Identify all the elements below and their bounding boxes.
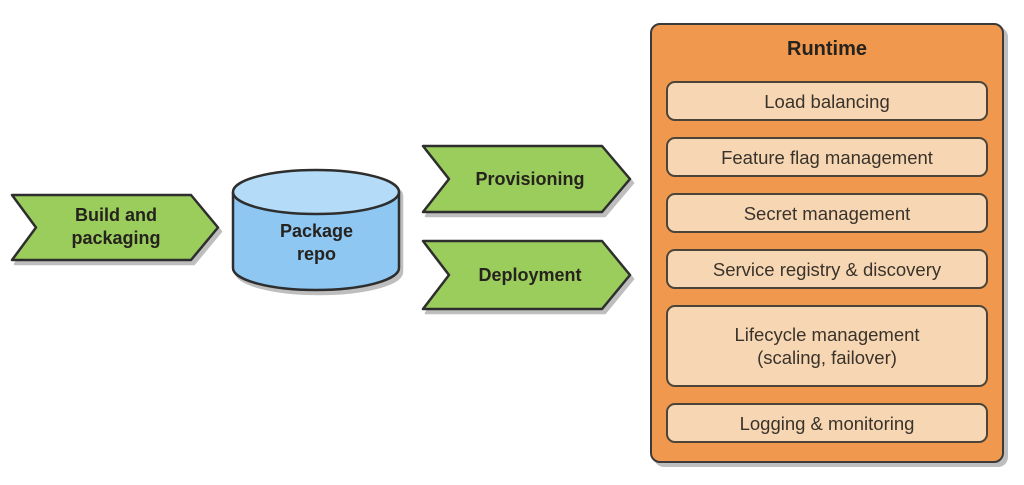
- deployment-arrow-shape: [421, 239, 632, 311]
- runtime-item-logging-monitoring: Logging & monitoring: [666, 403, 988, 443]
- runtime-panel-title: Runtime: [787, 38, 867, 60]
- runtime-item-lifecycle-management: Lifecycle management (scaling, failover): [666, 305, 988, 387]
- runtime-item-feature-flag-management: Feature flag management: [666, 137, 988, 177]
- runtime-item-secret-management: Secret management: [666, 193, 988, 233]
- provisioning-arrow-shape: [421, 144, 632, 214]
- build-packaging-arrow-shape: [10, 193, 220, 262]
- cylinder-body: [231, 192, 401, 292]
- runtime-panel: Runtime Load balancing Feature flag mana…: [650, 23, 1004, 463]
- runtime-item-service-registry-discovery: Service registry & discovery: [666, 249, 988, 289]
- cylinder-top: [231, 168, 401, 216]
- runtime-item-load-balancing: Load balancing: [666, 81, 988, 121]
- package-repo-cylinder: [231, 168, 401, 292]
